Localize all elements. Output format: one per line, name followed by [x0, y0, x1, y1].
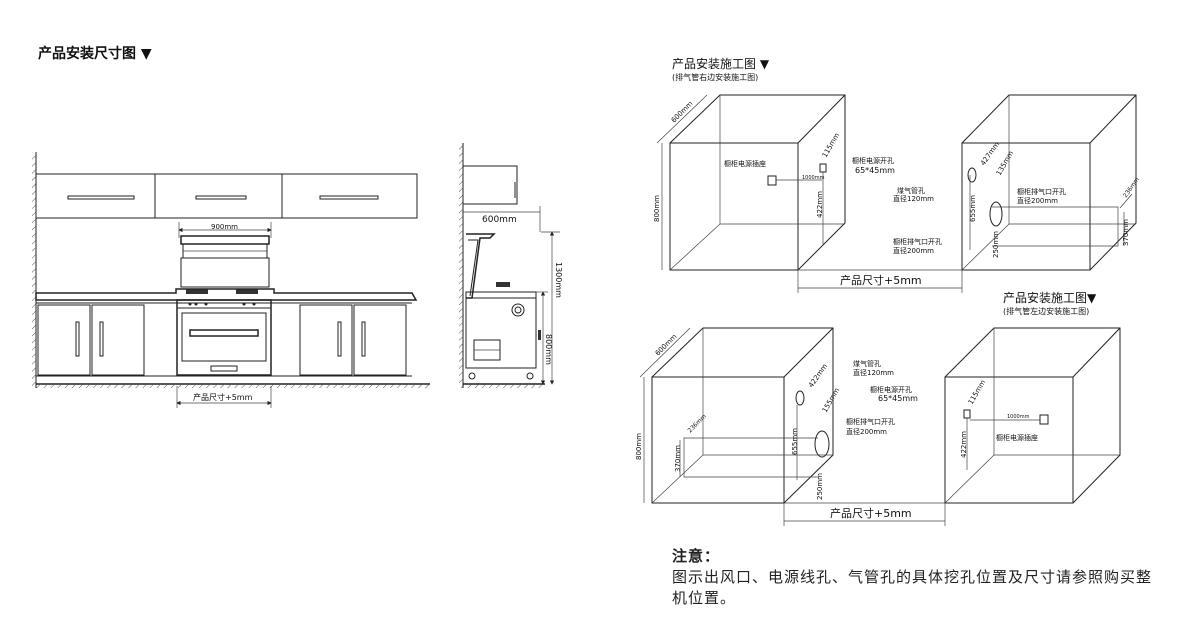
rt-exhaust-cab: 橱柜排气口开孔 [1017, 187, 1066, 196]
rt-exhaust-hole-dia: 直径200mm [893, 246, 934, 255]
rb-socket: 橱柜电源插座 [996, 433, 1038, 442]
rt-427: 427mm [979, 140, 1001, 167]
rb-exhaust-dia: 直径200mm [846, 427, 887, 436]
rb-power-hole: 橱柜电源开孔 [870, 385, 912, 394]
rb-422b: 422mm [960, 431, 968, 458]
rb-product-size: 产品尺寸+5mm [830, 506, 912, 520]
rb-drawing: 600mm 800mm 煤气管孔 直径120mm 422mm 155mm 橱柜排… [635, 327, 1121, 526]
rb-155: 155mm [821, 386, 842, 414]
rb-422a: 422mm [807, 362, 829, 389]
rt-gas: 煤气管孔 [897, 186, 925, 195]
rb-exhaust: 橱柜排气口开孔 [846, 417, 895, 426]
rt-gas-dia: 直径120mm [893, 194, 934, 203]
note: 注意： 图示出风口、电源线孔、气管孔的具体挖孔位置及尺寸请参照购买整机位置。 [672, 546, 1162, 609]
rt-655: 655mm [969, 195, 977, 222]
rb-1000: 1000mm [1007, 414, 1030, 420]
rb-600: 600mm [654, 333, 679, 358]
rt-title: 产品安装施工图 ▼ [672, 56, 770, 71]
rt-135: 135mm [995, 149, 1016, 177]
rb-title: 产品安装施工图▼ [1003, 290, 1097, 305]
rt-422: 422mm [816, 191, 824, 218]
rb-power-size: 65*45mm [878, 394, 918, 403]
rt-exhaust-hole: 橱柜排气口开孔 [893, 237, 942, 246]
dim-900: 900mm [211, 223, 238, 231]
rt-product-size: 产品尺寸+5mm [840, 273, 922, 287]
rb-250: 250mm [816, 473, 824, 500]
side-elevation: 600mm 1300mm 800mm [459, 143, 563, 388]
left-title: 产品安装尺寸图 ▼ [38, 45, 152, 62]
integrated-stove [176, 299, 272, 376]
rt-socket: 橱柜电源插座 [724, 159, 766, 168]
rt-800: 800mm [653, 195, 661, 222]
note-body: 图示出风口、电源线孔、气管孔的具体挖孔位置及尺寸请参照购买整机位置。 [672, 568, 1153, 607]
rb-subtitle: (排气管左边安装施工图) [1003, 306, 1089, 316]
lower-cabinets [37, 304, 407, 376]
rt-600: 600mm [670, 100, 695, 125]
rt-250: 250mm [992, 231, 1000, 258]
rt-370: 370mm [1122, 219, 1130, 246]
dim-product-size-front: 产品尺寸+5mm [193, 392, 253, 402]
rt-power-hole: 橱柜电源开孔 [852, 156, 894, 165]
rt-236: 236mm [1122, 176, 1141, 199]
rt-1000: 1000mm [802, 175, 825, 181]
rb-gas-dia: 直径120mm [853, 368, 894, 377]
rt-drawing: 600mm 800mm 橱柜电源插座 1000mm 橱柜电源开孔 65*45mm… [653, 94, 1141, 293]
rt-power-size: 65*45mm [855, 166, 895, 175]
rb-115: 115mm [967, 378, 988, 406]
rt-subtitle: (排气管右边安装施工图) [672, 72, 758, 82]
rb-655: 655mm [791, 428, 799, 455]
rt-115: 115mm [821, 131, 842, 159]
rb-236: 236mm [686, 413, 707, 434]
rb-gas: 煤气管孔 [853, 359, 881, 368]
range-hood [180, 235, 270, 288]
rb-370: 370mm [674, 445, 682, 472]
dim-800-side: 800mm [544, 334, 553, 365]
rb-800: 800mm [635, 433, 643, 460]
note-title: 注意： [672, 547, 721, 565]
rt-exhaust-cab-dia: 直径200mm [1017, 196, 1058, 205]
front-elevation: 900mm [32, 152, 430, 408]
upper-cabinets [35, 173, 418, 219]
dim-600-side: 600mm [482, 215, 517, 225]
dim-1300: 1300mm [554, 262, 563, 298]
